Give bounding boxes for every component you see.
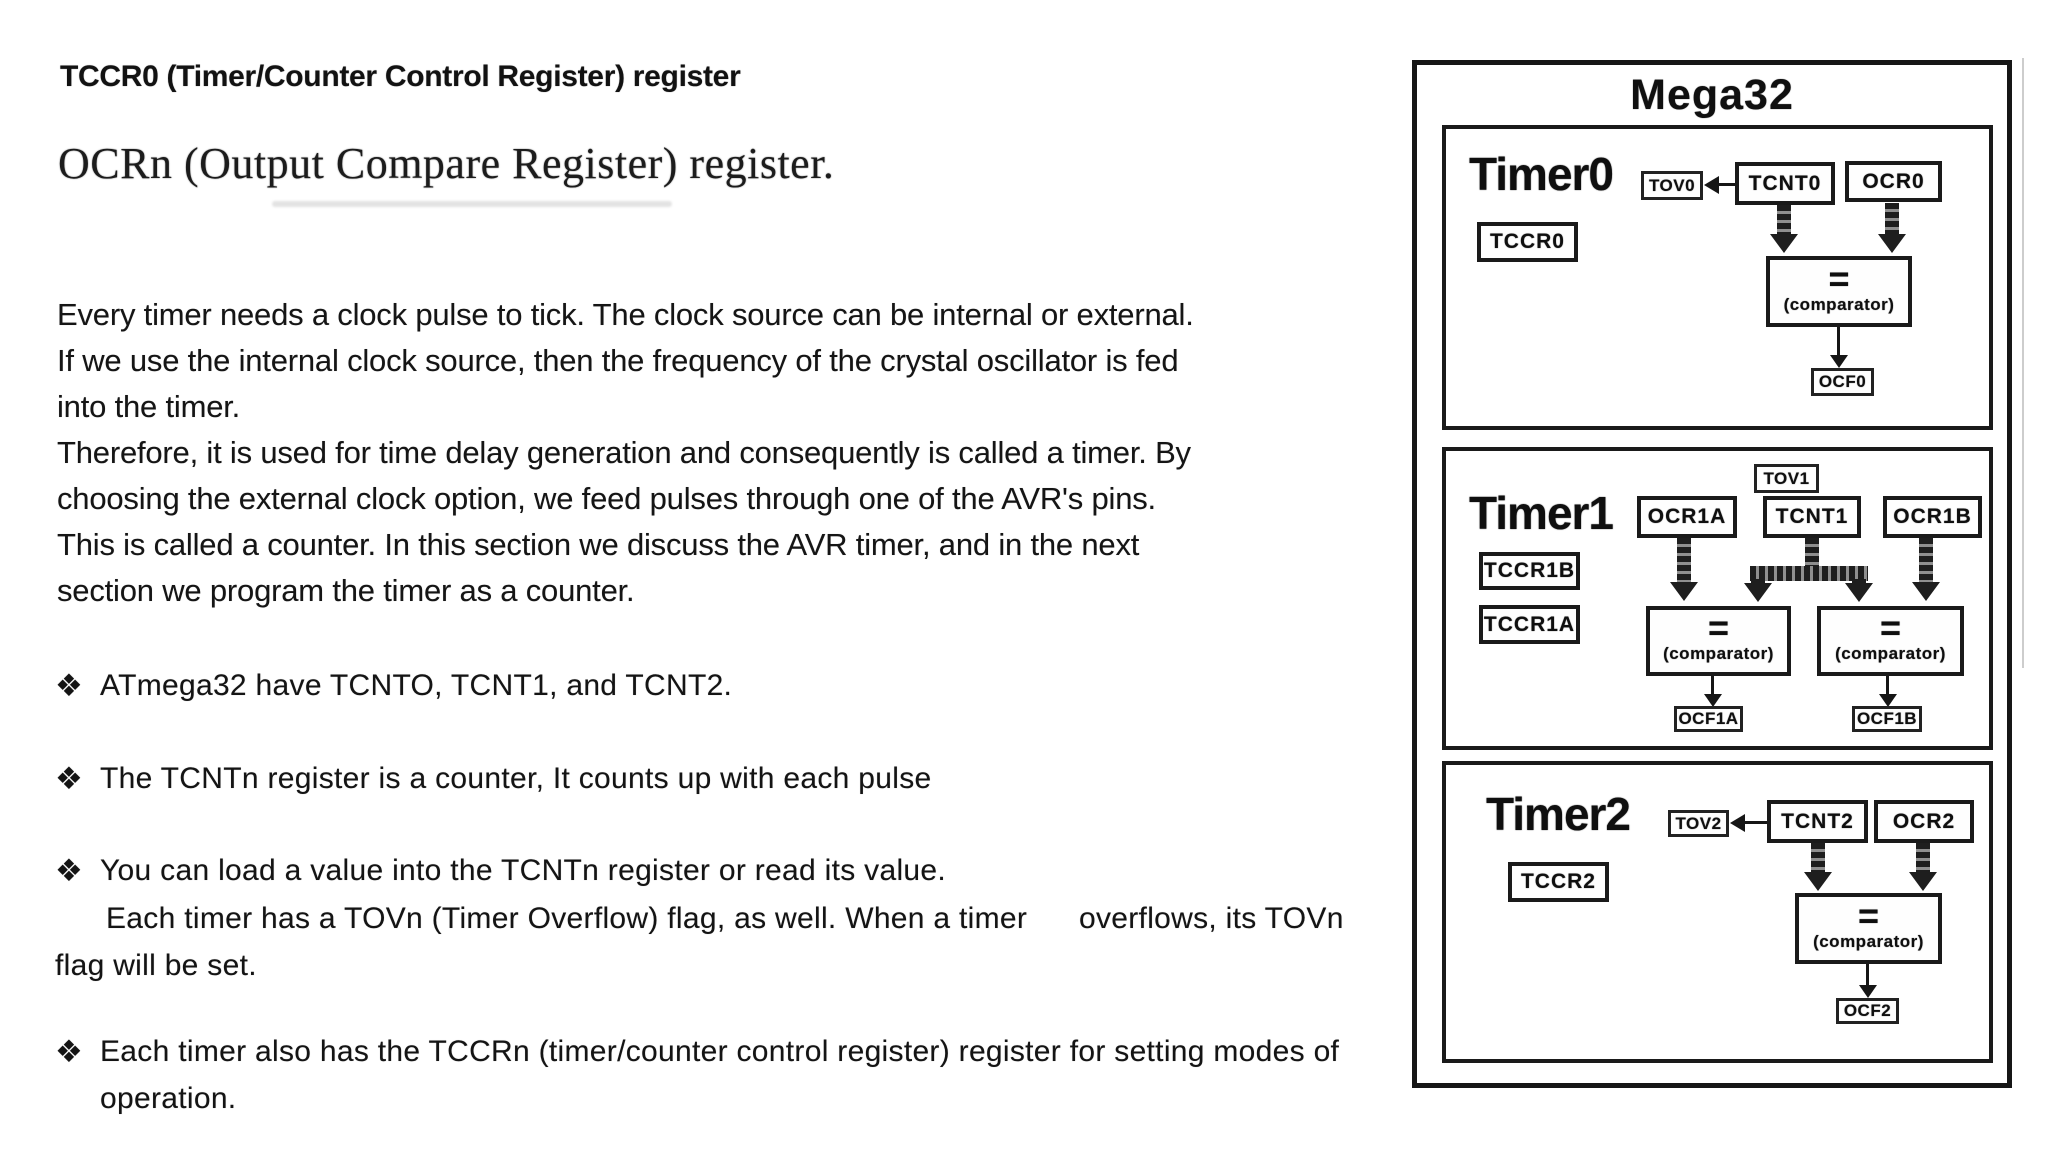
ocf2-arrow-head [1859,985,1877,998]
intro-paragraph: Every timer needs a clock pulse to tick.… [57,297,1194,608]
tcnt0-compare-arrow-head [1770,234,1798,253]
ocf1a-arrow-head [1704,694,1722,707]
bullet-text: The TCNTn register is a counter, It coun… [100,762,932,795]
diamond-bullet-icon: ❖ [55,1034,84,1069]
ocf2-arrow-line [1866,964,1869,986]
timer2-block: Timer2 TOV2 TCNT2 OCR2 TCCR2 = (comparat… [1442,761,1993,1063]
tov2-arrow-head [1730,814,1745,832]
equals-sign: = [1707,607,1730,648]
timer1-comparator-a-box: = (comparator) [1646,606,1791,676]
timer1-label: Timer1 [1469,487,1614,539]
comparator-label: (comparator) [1835,644,1946,663]
tcnt1-right-drop [1852,579,1866,585]
ocr1b-register-box: OCR1B [1883,496,1982,538]
comparator-label: (comparator) [1663,644,1774,663]
equals-sign: = [1828,257,1850,299]
tcnt1-register-box: TCNT1 [1763,496,1861,538]
timer2-comparator-box: = (comparator) [1795,893,1942,964]
tcnt2-compare-arrow-head [1804,872,1832,891]
ocf1b-arrow-line [1886,676,1889,695]
ocf1a-arrow-line [1711,676,1714,695]
bullet-text: ATmega32 have TCNTO, TCNT1, and TCNT2. [100,669,733,702]
diamond-bullet-icon: ❖ [55,668,84,703]
tcnt1-branch-bar [1750,566,1868,581]
bullet-item-tcntn-counter: ❖ The TCNTn register is a counter, It co… [55,755,931,802]
tcnt2-register-box: TCNT2 [1767,800,1868,843]
tcnt0-register-box: TCNT0 [1735,162,1835,205]
tccr1b-register-box: TCCR1B [1479,552,1580,590]
comparator-label: (comparator) [1813,931,1924,951]
tov0-register-box: TOV0 [1641,171,1703,200]
comparator-label: (comparator) [1783,294,1895,314]
bullet-item-load-value: ❖ You can load a value into the TCNTn re… [55,847,946,894]
ocr0-register-box: OCR0 [1845,161,1942,202]
diamond-bullet-icon: ❖ [55,761,84,796]
tcnt0-compare-arrow-bar [1777,205,1791,235]
tov1-register-box: TOV1 [1754,464,1819,493]
bullet-continuation-tovn-flag: Each timer has a TOVn (Timer Overflow) f… [106,902,1344,935]
timer0-comparator-box: = (comparator) [1766,256,1912,327]
ocf0-flag-box: OCF0 [1811,368,1874,396]
tcnt1-down-bar [1805,538,1819,568]
tcnt1-left-arrow-head [1744,583,1772,602]
ocr2-compare-arrow-bar [1916,843,1930,873]
timer1-comparator-b-box: = (comparator) [1817,606,1964,676]
bullet-continuation-flag-set: flag will be set. [55,949,257,982]
tcnt2-compare-arrow-bar [1811,843,1825,873]
equals-sign: = [1879,607,1902,648]
tov2-arrow-line [1744,821,1767,824]
heading-tccr0-register: TCCR0 (Timer/Counter Control Register) r… [60,60,741,93]
timer1-block: Timer1 TOV1 OCR1A TCNT1 OCR1B TCCR1B TCC… [1442,447,1993,750]
timer0-block: Timer0 TOV0 TCNT0 OCR0 TCCR0 = (comparat… [1442,125,1993,430]
bullet-item-tccrn-register: ❖ Each timer also has the TCCRn (timer/c… [55,1028,1339,1122]
scan-smear-artifact [272,201,672,207]
heading-ocrn-register: OCRn (Output Compare Register) register. [58,139,835,188]
tov2-register-box: TOV2 [1668,810,1729,837]
ocr1b-compare-arrow-head [1912,582,1940,601]
tov0-arrow-head [1704,176,1719,194]
timer2-label: Timer2 [1486,788,1631,840]
diamond-bullet-icon: ❖ [55,853,84,888]
mega32-diagram: Mega32 Timer0 TOV0 TCNT0 OCR0 TCCR0 = (c… [1412,60,2012,1088]
ocr2-compare-arrow-head [1909,872,1937,891]
bullet-text: Each timer also has the TCCRn (timer/cou… [100,1035,1340,1115]
tcnt1-left-drop [1751,579,1765,585]
tcnt1-right-arrow-head [1845,583,1873,602]
ocf0-arrow-line [1837,327,1840,355]
tov0-arrow-line [1718,183,1735,186]
timer0-label: Timer0 [1469,148,1614,200]
ocf2-flag-box: OCF2 [1836,998,1899,1024]
ocf0-arrow-head [1830,355,1848,368]
ocf1b-arrow-head [1879,694,1897,707]
ocr1a-register-box: OCR1A [1637,496,1737,538]
ocr1a-compare-arrow-head [1670,582,1698,601]
scan-edge-line [2022,58,2024,668]
bullet-item-tcnt-registers: ❖ ATmega32 have TCNTO, TCNT1, and TCNT2. [55,662,732,709]
ocr1a-compare-arrow-bar [1677,538,1691,583]
ocf1b-flag-box: OCF1B [1852,706,1922,732]
bullet-text: You can load a value into the TCNTn regi… [100,854,947,887]
tccr0-register-box: TCCR0 [1477,222,1578,262]
ocr1b-compare-arrow-bar [1919,538,1933,583]
ocr0-compare-arrow-bar [1885,203,1899,235]
ocr0-compare-arrow-head [1878,234,1906,253]
diagram-title: Mega32 [1630,71,1794,119]
tccr2-register-box: TCCR2 [1508,862,1609,902]
tccr1a-register-box: TCCR1A [1479,605,1580,644]
ocf1a-flag-box: OCF1A [1674,706,1743,732]
ocr2-register-box: OCR2 [1874,800,1974,843]
equals-sign: = [1857,894,1880,936]
